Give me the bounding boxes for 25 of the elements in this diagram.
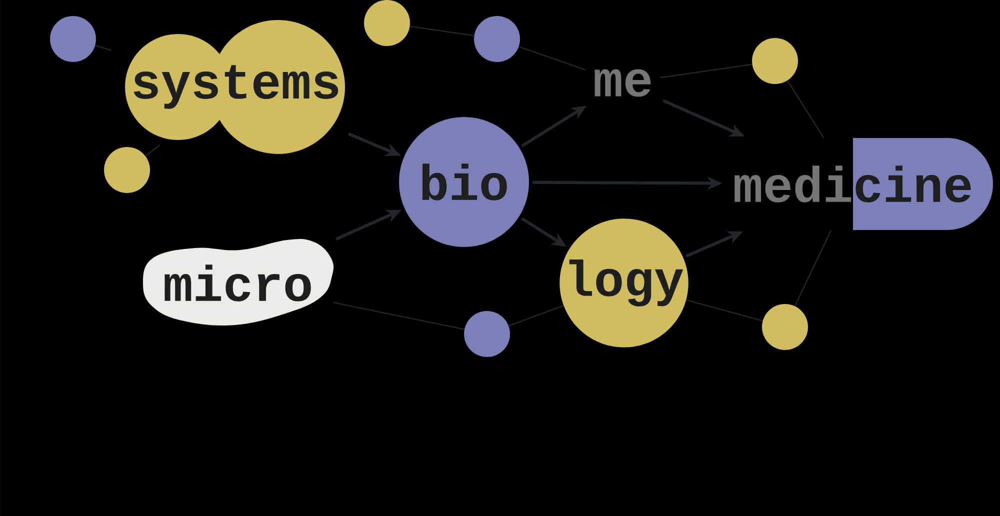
connector-line [508, 305, 564, 326]
connector-line [794, 230, 832, 306]
circle-node: logy [560, 218, 688, 348]
dot [474, 16, 520, 62]
dot [50, 16, 96, 62]
node-label: cine [856, 166, 971, 202]
connector-line [95, 45, 112, 51]
dot [752, 38, 798, 84]
pill-node: medicine [734, 138, 993, 230]
connector-line [410, 26, 474, 36]
connector-line [145, 144, 160, 156]
dot [762, 304, 808, 350]
blob-node: micro [143, 239, 334, 326]
connector-line [787, 80, 824, 138]
connector-line [660, 64, 752, 78]
node-label: medi [734, 166, 851, 202]
connector-line [518, 46, 586, 71]
dot [364, 0, 410, 46]
circle-node: bio [399, 117, 529, 247]
connector-line [333, 302, 464, 330]
word-label: me [594, 69, 651, 97]
double-circle-node: systems [125, 20, 345, 154]
connector-line [686, 299, 763, 322]
dot [104, 147, 150, 193]
dot [464, 311, 510, 357]
